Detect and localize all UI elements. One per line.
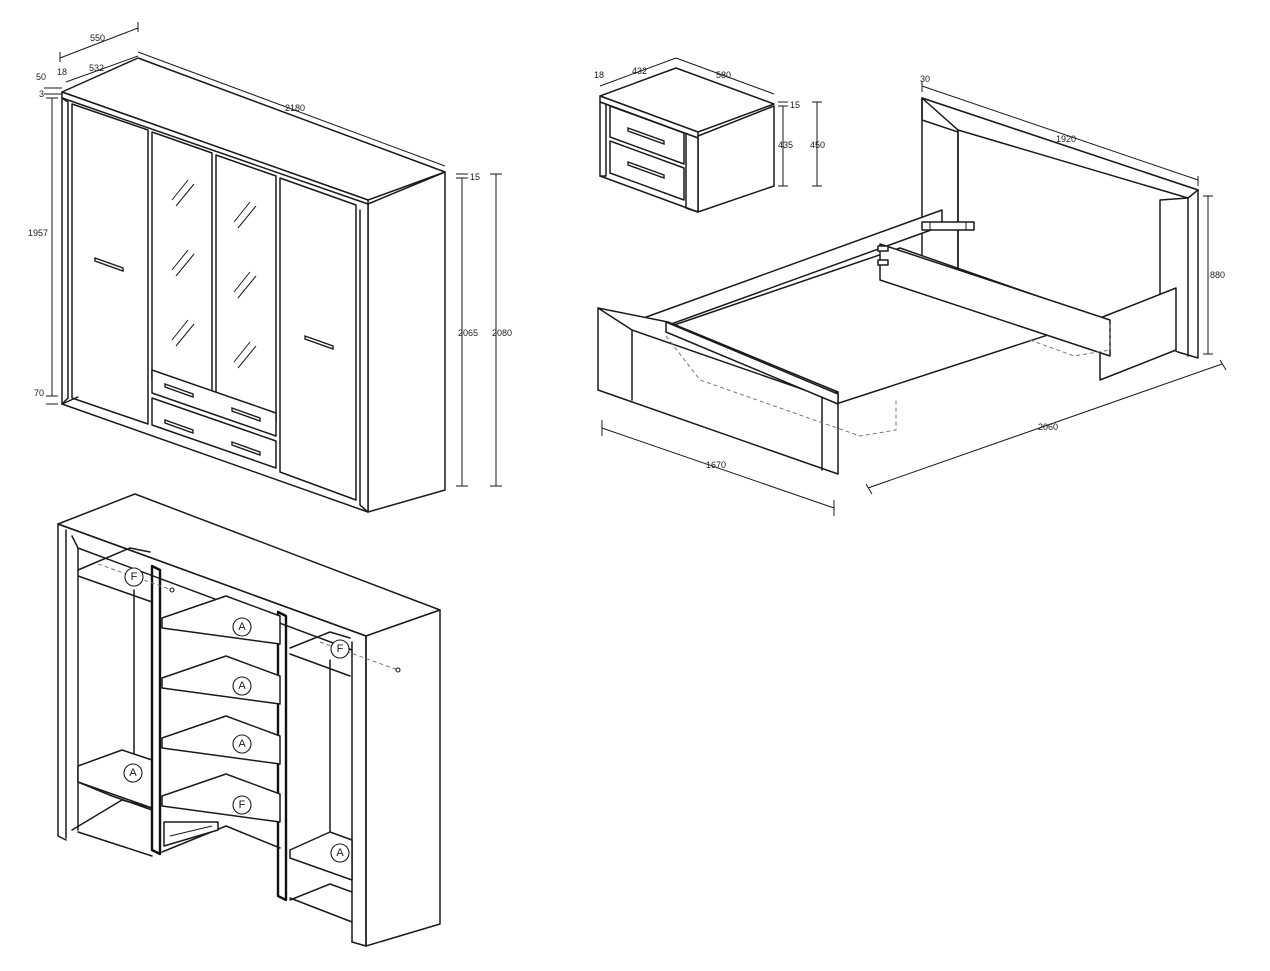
dim-wardrobe-top-offset: 50 (36, 72, 46, 82)
dim-nightstand-total-height: 450 (810, 140, 825, 150)
dim-nightstand-depth: 432 (632, 66, 647, 76)
handle-icon (627, 161, 665, 179)
wardrobe-right-edge (359, 209, 369, 513)
interior-partition-left (150, 564, 162, 856)
shelf-label-3: A (232, 734, 252, 754)
drawer-slide (163, 821, 219, 847)
interior-middle-shelf-4 (161, 773, 281, 823)
rail-label-2: F (330, 639, 350, 659)
nightstand (599, 67, 775, 213)
wardrobe-drawer-top (151, 369, 277, 437)
dim-wardrobe-depth-total: 550 (90, 33, 105, 43)
interior-right-shelf (289, 831, 353, 881)
label-circle-icon (232, 734, 252, 754)
dim-wardrobe-total-height: 2080 (492, 328, 512, 338)
svg-text:A: A (238, 738, 246, 750)
dim-wardrobe-bottom-gap: 70 (34, 388, 44, 398)
wardrobe-drawer-bottom (151, 397, 277, 469)
label-circle-icon (124, 567, 144, 587)
dim-wardrobe-front-thickness: 18 (57, 67, 67, 77)
svg-text:A: A (336, 847, 344, 859)
label-circle-icon (123, 763, 143, 783)
bed-front-rail (665, 321, 839, 405)
interior-middle-shelf-2 (161, 655, 281, 705)
label-circle-icon (330, 639, 350, 659)
dim-wardrobe-top-panel: 15 (470, 172, 480, 182)
bed-inner-rail (879, 243, 1111, 357)
wardrobe-base (61, 396, 79, 405)
dim-bed-headboard-thickness: 30 (920, 74, 930, 84)
dim-nightstand-front-thickness: 18 (594, 70, 604, 80)
handle-icon (164, 419, 194, 434)
dim-bed-headboard-height: 880 (1210, 270, 1225, 280)
dim-wardrobe-body-height: 2065 (458, 328, 478, 338)
shelf-label-4: A (123, 763, 143, 783)
interior-left-shelf (77, 749, 153, 809)
rail-label-1: F (124, 567, 144, 587)
handle-icon (304, 335, 334, 350)
dim-wardrobe-width: 2180 (285, 103, 305, 113)
dim-bed-length: 2060 (1038, 422, 1058, 432)
dim-wardrobe-top-gap: 3 (39, 89, 44, 99)
svg-text:A: A (238, 680, 246, 692)
dim-nightstand-top-panel: 15 (790, 100, 800, 110)
svg-text:F: F (239, 799, 246, 811)
svg-text:A: A (129, 767, 137, 779)
handle-icon (164, 383, 194, 398)
wardrobe-dimensions: 550 18 532 50 3 1957 70 2180 15 2065 208… (28, 22, 512, 487)
mirror-reflection-marks (171, 179, 257, 369)
shelf-label-2: A (232, 676, 252, 696)
svg-text:F: F (337, 643, 344, 655)
rail-label-3: F (232, 795, 252, 815)
dim-nightstand-body-height: 435 (778, 140, 793, 150)
label-circle-icon (330, 843, 350, 863)
svg-text:F: F (131, 571, 138, 583)
dim-bed-headboard-width: 1920 (1056, 134, 1076, 144)
dim-bed-width: 1670 (706, 460, 726, 470)
bed-bracket (921, 221, 975, 231)
label-circle-icon (232, 676, 252, 696)
shelf-label-1: A (232, 617, 252, 637)
wardrobe-mirror-door-left (151, 131, 213, 401)
handle-icon (231, 441, 261, 456)
dim-wardrobe-depth-body: 532 (89, 63, 104, 73)
wardrobe-interior: F F A A A F A A (57, 493, 441, 947)
bed (597, 97, 1199, 475)
interior-right-side (365, 609, 441, 947)
handle-icon (94, 257, 124, 272)
interior-middle-shelf-3 (161, 715, 281, 765)
label-circle-icon (232, 795, 252, 815)
nightstand-dimensions: 18 432 580 15 435 450 (594, 57, 825, 187)
wardrobe-right-side (367, 171, 446, 513)
shelf-label-5: A (330, 843, 350, 863)
bed-dimensions: 30 1920 880 2060 1670 (601, 74, 1227, 516)
dim-wardrobe-inner-height: 1957 (28, 228, 48, 238)
label-circle-icon (232, 617, 252, 637)
dim-nightstand-width: 580 (716, 70, 731, 80)
bed-side-rail-right (1099, 287, 1177, 381)
wardrobe-exterior (61, 57, 446, 513)
handle-icon (231, 407, 261, 422)
wardrobe-left-edge (61, 97, 69, 405)
svg-text:A: A (238, 621, 246, 633)
wardrobe-right-door (279, 177, 357, 501)
handle-icon (627, 127, 665, 145)
interior-middle-shelf-1 (161, 595, 281, 645)
